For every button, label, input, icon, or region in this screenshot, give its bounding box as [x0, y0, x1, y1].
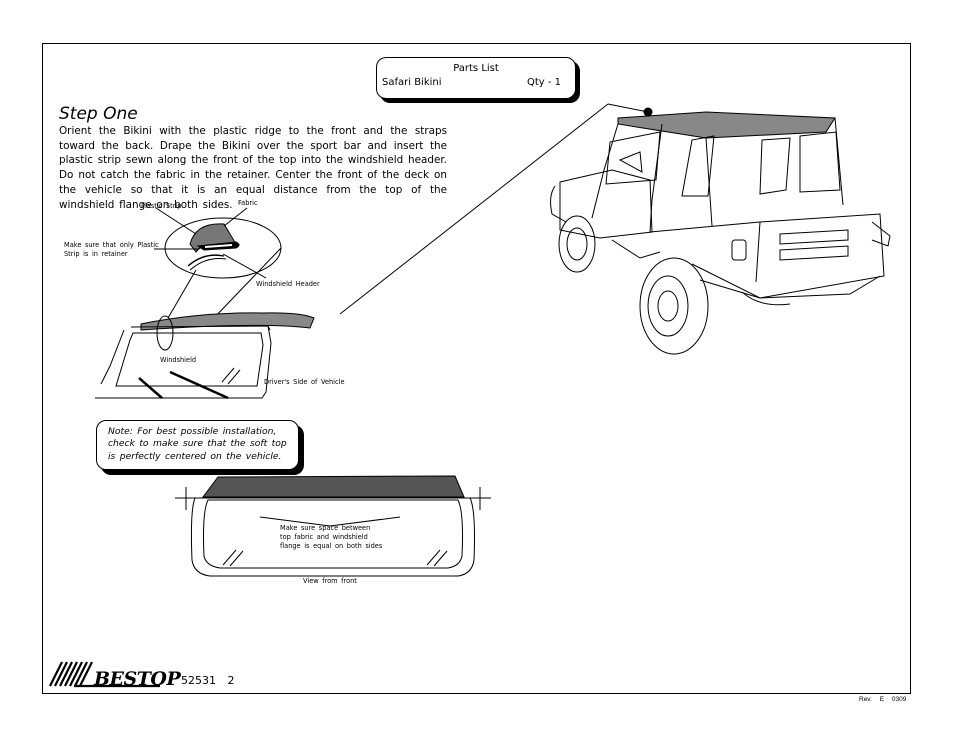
plastic-strip-label: Plastic Strip: [141, 202, 182, 210]
fabric-label: Fabric: [238, 199, 258, 207]
step-title: Step One: [59, 104, 138, 124]
parts-list-item: Safari Bikini: [382, 77, 442, 88]
retainer-note-line2: Strip is in retainer: [64, 250, 128, 258]
revision-code: Rev. E 0309: [859, 696, 906, 703]
step-instructions: Orient the Bikini with the plastic ridge…: [59, 125, 447, 211]
parts-list-title: Parts List: [453, 63, 499, 74]
bestop-logo: BESTOP: [94, 668, 181, 690]
windshield-header-label: Windshield Header: [256, 280, 320, 288]
note-box: Note: For best possible installation, ch…: [96, 420, 299, 470]
date-code: 0309: [891, 696, 907, 703]
parts-list-box: Parts List Safari Bikini Qty - 1: [376, 57, 576, 99]
part-number: 52531: [181, 674, 216, 687]
front-view-illustration: [175, 475, 491, 577]
retainer-note-line1: Make sure that only Plastic: [64, 241, 159, 249]
part-page-code: 52531 2: [181, 674, 235, 687]
parts-list-qty: Qty - 1: [526, 77, 561, 88]
note-text: Note: For best possible installation, ch…: [108, 426, 287, 462]
jeep-illustration: [550, 103, 891, 355]
spacing-note-line2: top fabric and windshield: [280, 533, 368, 541]
drivers-side-label: Driver's Side of Vehicle: [264, 378, 345, 386]
revision: Rev. E: [859, 696, 885, 703]
windshield-label: Windshield: [160, 356, 197, 364]
front-view-caption: View from front: [303, 577, 357, 585]
page-number: 2: [227, 674, 235, 687]
bestop-logo-stripes: [49, 661, 160, 688]
retainer-detail-illustration: [154, 207, 282, 321]
spacing-note-line3: flange is equal on both sides: [280, 542, 383, 550]
windshield-side-illustration: [95, 103, 609, 400]
spacing-note-line1: Make sure space between: [280, 524, 371, 532]
page-border: [42, 43, 911, 694]
